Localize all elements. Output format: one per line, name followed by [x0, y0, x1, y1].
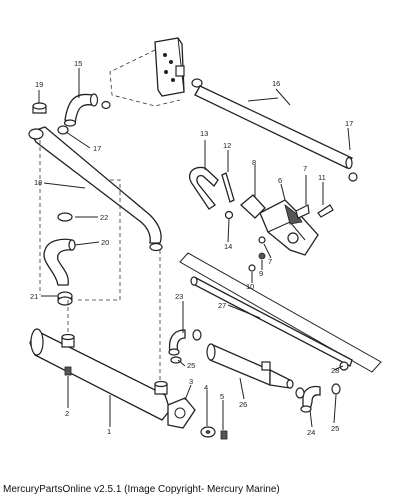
part-12-pin [221, 172, 235, 203]
part-22-ring [57, 212, 73, 222]
callout-14: 14 [224, 242, 232, 251]
part-18-tube [28, 126, 163, 252]
callout-13: 13 [200, 129, 208, 138]
part-5-bolt [220, 430, 228, 440]
callout-1: 1 [107, 427, 111, 436]
part-17-cap-right [348, 172, 358, 182]
part-4-washer [200, 426, 216, 438]
callout-23: 23 [175, 292, 183, 301]
callout-16: 16 [272, 79, 280, 88]
callout-7a: 7 [303, 164, 307, 173]
part-21-clamp [57, 291, 73, 306]
part-13-u-bolt [189, 166, 219, 210]
callout-20: 20 [101, 238, 109, 247]
part-17-cap-left [57, 125, 69, 135]
part-16-rod [194, 85, 353, 170]
part-8-plate [240, 194, 266, 219]
callout-5: 5 [220, 392, 224, 401]
callout-numbers: 1 2 3 4 5 6 7 7 8 9 10 11 12 13 14 15 16… [30, 59, 353, 437]
callout-25b: 25 [331, 424, 339, 433]
part-15-elbow-hose [63, 93, 111, 127]
callout-18: 18 [34, 178, 42, 187]
callout-24: 24 [307, 428, 315, 437]
callout-21: 21 [30, 292, 38, 301]
callout-17a: 17 [345, 119, 353, 128]
callout-12: 12 [223, 141, 231, 150]
callout-2: 2 [65, 409, 69, 418]
mounting-bracket [154, 37, 203, 97]
callout-9: 9 [259, 269, 263, 278]
callout-26: 26 [239, 400, 247, 409]
part-25-clamp-right [331, 383, 341, 395]
part-6-housing [259, 199, 319, 256]
part-3-cover-plate [167, 397, 196, 429]
part-9-nut [258, 252, 266, 260]
copyright-caption: MercuryPartsOnline v2.5.1 (Image Copyrig… [3, 484, 280, 495]
part-14-nut [224, 210, 234, 220]
part-24-elbow [295, 385, 321, 413]
part-20-s-hose [43, 238, 76, 286]
callout-7b: 7 [268, 257, 272, 266]
cylinder-panel [179, 252, 382, 373]
part-10-washer [248, 264, 256, 272]
callout-25a: 25 [187, 361, 195, 370]
part-26-cylinder [206, 343, 294, 389]
callout-17b: 17 [93, 144, 101, 153]
callout-4: 4 [204, 383, 208, 392]
part-19-cap [32, 102, 47, 114]
callout-8: 8 [252, 158, 256, 167]
leader-lines [38, 68, 351, 430]
part-11-stud [317, 204, 334, 218]
part-1-main-tube [29, 328, 171, 421]
callout-10: 10 [246, 282, 254, 291]
callout-15: 15 [74, 59, 82, 68]
part-2-plug [64, 366, 72, 376]
part-25-clamp-left [170, 356, 182, 364]
callout-6: 6 [278, 176, 282, 185]
callout-3: 3 [189, 377, 193, 386]
part-23-elbow [168, 329, 202, 356]
callout-27: 27 [218, 301, 226, 310]
callout-28: 28 [331, 366, 339, 375]
part-7-washer [258, 204, 310, 244]
callout-19: 19 [35, 80, 43, 89]
callout-11: 11 [318, 173, 326, 182]
callout-22: 22 [100, 213, 108, 222]
